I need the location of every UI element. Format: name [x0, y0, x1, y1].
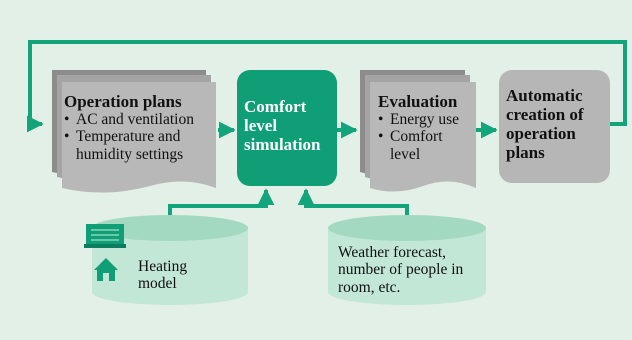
- comfort-simulation-box: [237, 70, 337, 186]
- evaluation-document-stack: [360, 70, 476, 192]
- feedback-loop-arrow: [26, 40, 627, 133]
- evaluation-item: •Comfort level: [378, 128, 443, 163]
- evaluation-item: •Energy use: [378, 111, 460, 129]
- operation-plans-label-group: Operation plans •AC and ventilation •Tem…: [64, 92, 214, 163]
- building-icon: [84, 224, 126, 248]
- heating-model-label: Heating model: [138, 258, 188, 293]
- comfort-simulation-title: Comfort level simulation: [244, 97, 321, 155]
- evaluation-title: Evaluation: [378, 92, 458, 111]
- evaluation-label-group: Evaluation •Energy use •Comfort level: [378, 92, 474, 163]
- automatic-creation-title: Automatic creation of operation plans: [506, 86, 584, 163]
- operation-plans-title: Operation plans: [64, 92, 182, 111]
- operation-plans-item: •AC and ventilation: [64, 111, 194, 129]
- house-icon: [94, 258, 118, 281]
- arrow-weather-to-simulation: [297, 188, 409, 222]
- heating-model-cylinder: [92, 215, 248, 305]
- operation-plans-item: •Temperature and humidity settings: [64, 128, 184, 163]
- weather-input-cylinder: [328, 215, 486, 305]
- automatic-creation-box: [499, 70, 610, 183]
- operation-plans-document-stack: [52, 70, 216, 193]
- weather-input-label: Weather forecast, number of people in ro…: [338, 244, 464, 296]
- arrow-heating-model-to-simulation: [168, 188, 275, 222]
